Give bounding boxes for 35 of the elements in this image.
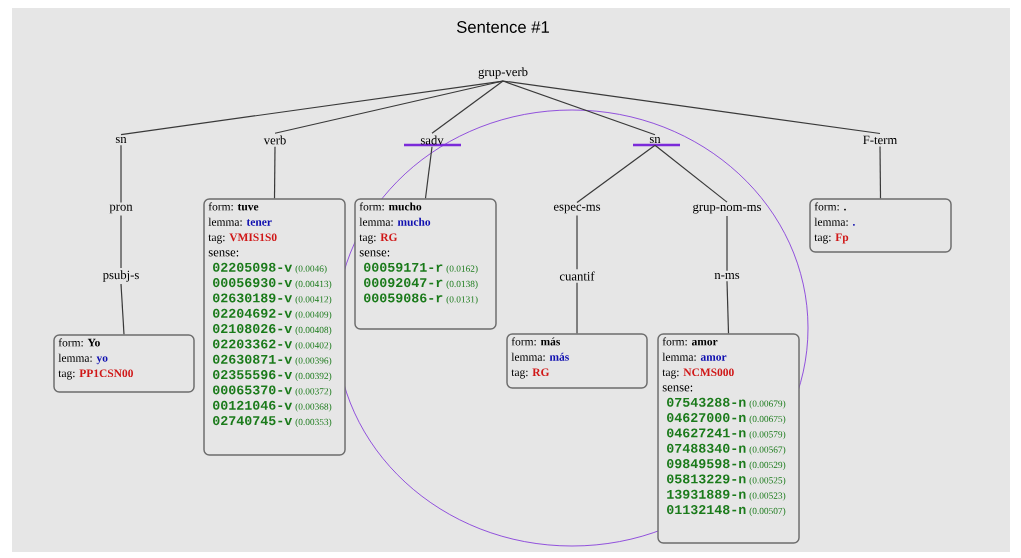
tree-label: sn [115, 136, 127, 144]
tree-branch [502, 80, 881, 135]
tree-branch [654, 144, 728, 203]
word-info-box: form: más lemma: más tag: RG [506, 333, 648, 389]
tree-branch [576, 282, 578, 334]
tree-label: n-ms [714, 272, 740, 280]
tree-branch [726, 215, 728, 272]
tree-label: F-term [863, 135, 898, 145]
tree-branch [274, 80, 504, 134]
tree-branch [726, 280, 730, 334]
tree-branch [576, 215, 578, 270]
word-info-box: form: tuve lemma: tener tag: VMIS1S0 sense: 02205098-v (0.0046) 00056930-v (0.00413) 02630189-v (0.00412) 02204692-v (0.00409) 02108026-v (0.00408) 02203362-v (0.00402) 02630871-v (0.00396) 02355596-v (0.00392) 00065370-v (0.00372) 00121046-v (0.00368) 02740745-v (0.00353) [203, 198, 346, 456]
tree-branch [576, 144, 656, 203]
tree-label: pron [109, 204, 133, 214]
word-info-box: form: mucho lemma: mucho tag: RG sense: 00059171-r (0.0162) 00092047-r (0.0138) 00059086-r (0.0131) [354, 198, 497, 330]
tree-branch [273, 146, 276, 199]
tree-branch [502, 80, 656, 136]
tree-branch [424, 146, 433, 199]
tree-label: psubj-s [102, 270, 139, 282]
tree-label: grup-nom-ms [693, 204, 762, 214]
tree-label: espec-ms [553, 204, 601, 214]
tree-label: sadv [420, 135, 444, 145]
word-info-box: form: Yo lemma: yo tag: PP1CSN00 [53, 334, 195, 393]
tree-label: grup-verb [478, 67, 528, 79]
title: Sentence #1 [456, 21, 549, 33]
word-info-box: form: . lemma: . tag: Fp [809, 198, 952, 253]
word-info-box: form: amor lemma: amor tag: NCMS000 sense: 07543288-n (0.00679) 04627000-n (0.00675) 04627241-n (0.00579) 07488340-n (0.00567) 09849598-n (0.00529) 05813229-n (0.00525) 13931889-n (0.00523) 01132148-n (0.00507) [657, 333, 800, 544]
tree-label: verb [263, 135, 286, 145]
tree-label: sn [649, 136, 661, 144]
tree-branch [120, 215, 122, 269]
tree-branch [879, 145, 882, 199]
tree-branch [120, 283, 125, 335]
tree-branch [120, 144, 122, 203]
tree-label: cuantif [559, 271, 595, 281]
tree-branch [431, 80, 504, 134]
